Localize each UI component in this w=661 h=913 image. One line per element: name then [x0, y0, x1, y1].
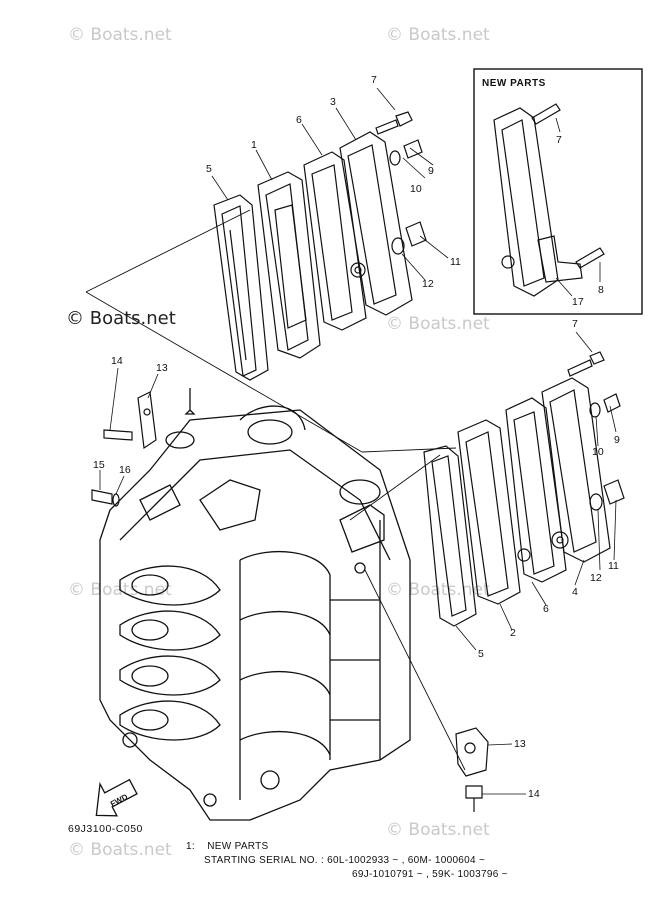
diagram-code: 69J3100-C050 — [68, 823, 143, 835]
callout-right-2: 2 — [510, 627, 516, 639]
watermark: © Boats.net — [386, 820, 490, 840]
inset-bolt-7 — [531, 103, 561, 125]
watermark: © Boats.net — [386, 25, 490, 45]
callout-inset-8: 8 — [598, 284, 604, 296]
footnote-number: 1: — [186, 841, 195, 852]
watermark-dark: © Boats.net — [66, 308, 176, 329]
callout-top-6: 6 — [296, 114, 302, 126]
callout-top-9: 9 — [428, 165, 434, 177]
bolt-14-bottom — [465, 785, 483, 812]
bracket-13-bottom — [455, 727, 489, 777]
callout-top-5: 5 — [206, 163, 212, 175]
inset-bolt-8 — [575, 247, 605, 269]
callout-right-7: 7 — [572, 318, 578, 330]
watermark: © Boats.net — [68, 840, 172, 860]
callout-top-3: 3 — [330, 96, 336, 108]
footnote-title: NEW PARTS — [207, 841, 269, 852]
footnote-line-2: STARTING SERIAL NO. : 60L-1002933 ~ , 60… — [204, 855, 486, 866]
leader-lines-left — [99, 367, 159, 495]
cylinder-block — [99, 388, 411, 821]
new-parts-box — [473, 68, 643, 315]
callout-left-13: 13 — [156, 362, 168, 374]
plug-9-right — [603, 393, 621, 413]
washer-10-top — [389, 150, 401, 166]
callout-right-12: 12 — [590, 572, 602, 584]
callout-right-9: 9 — [614, 434, 620, 446]
footnote: 1: NEW PARTS STARTING SERIAL NO. : 60L-1… — [186, 840, 508, 882]
bolt-14-left — [103, 429, 133, 441]
inset-title: NEW PARTS — [482, 78, 546, 89]
callout-left-14: 14 — [111, 355, 123, 367]
fwd-arrow-icon — [95, 778, 138, 817]
plate-2-right — [457, 419, 521, 605]
plug-11-right — [603, 479, 625, 505]
callout-top-1: 1 — [251, 139, 257, 151]
callout-right-11: 11 — [608, 560, 619, 572]
inset-bracket-17 — [537, 235, 583, 283]
callout-left-15: 15 — [93, 459, 105, 471]
bolt-7-right — [567, 351, 605, 377]
inset-cover — [493, 107, 559, 297]
leader-lines-right — [455, 331, 617, 651]
footnote-line-1: 1: NEW PARTS — [186, 840, 508, 854]
leader-lines-inset — [555, 117, 601, 297]
callout-top-7: 7 — [371, 74, 377, 86]
cover-4-right — [541, 377, 611, 563]
washer-12-top — [391, 237, 405, 255]
gasket-6-top — [303, 151, 367, 331]
gasket-5-top — [213, 194, 269, 381]
callout-bottom-13: 13 — [514, 738, 526, 750]
callout-top-10: 10 — [410, 183, 422, 195]
callout-inset-7: 7 — [556, 134, 562, 146]
gasket-6-right — [505, 397, 567, 583]
callout-right-5: 5 — [478, 648, 484, 660]
callout-top-11: 11 — [450, 256, 461, 268]
callout-bottom-14: 14 — [528, 788, 540, 800]
callout-right-4: 4 — [572, 586, 578, 598]
plate-1-top — [257, 171, 321, 359]
callout-inset-17: 17 — [572, 296, 584, 308]
guide-lines — [85, 209, 466, 771]
callout-right-10: 10 — [592, 446, 604, 458]
callout-right-6: 6 — [543, 603, 549, 615]
bracket-13-left — [137, 391, 157, 450]
bolt-15-left — [91, 489, 113, 505]
leader-lines-bottom — [482, 743, 526, 795]
washer-10-right — [589, 402, 601, 418]
fwd-label: FWD — [109, 792, 130, 809]
watermark: © Boats.net — [386, 314, 490, 334]
callout-top-12: 12 — [422, 278, 434, 290]
watermark: © Boats.net — [68, 25, 172, 45]
plug-9-top — [403, 139, 423, 159]
callout-left-16: 16 — [119, 464, 131, 476]
cover-3-top — [339, 131, 413, 316]
leader-lines-top — [211, 87, 449, 281]
plug-11-top — [405, 221, 427, 247]
bolt-7-top — [375, 111, 413, 135]
footnote-line-3: 69J-1010791 ~ , 59K- 1003796 ~ — [352, 869, 508, 880]
gasket-5-right — [423, 445, 477, 627]
washer-12-right — [589, 493, 603, 511]
